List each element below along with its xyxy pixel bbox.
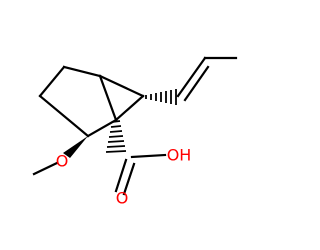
structure-diagram: O OH O: [32, 56, 238, 208]
bond-c4-c5: [38, 94, 90, 138]
bond-c2-c6: [98, 74, 145, 98]
bond-c2-c3: [98, 74, 118, 122]
atom-label-hydroxyl: OH: [167, 146, 192, 165]
atom-label-methoxy-oxygen: O: [56, 152, 69, 171]
hatch-c3-cooh: [105, 120, 127, 153]
bond-o-me: [32, 161, 59, 176]
bond-c7-c8-inner: [183, 65, 210, 102]
bond-c1-c2: [62, 65, 102, 78]
atom-label-carbonyl-oxygen: O: [116, 189, 129, 208]
bond-c-o-double-1: [114, 158, 128, 193]
stereo-bonds: [63, 89, 177, 158]
wedge-c4-o: [63, 136, 88, 158]
bond-c7-c8-outer: [176, 56, 207, 98]
bond-c6-c3: [114, 94, 145, 122]
bond-c3-c4: [86, 118, 118, 138]
bond-c-o-double-2: [122, 162, 136, 196]
bond-c-o-single: [130, 153, 167, 159]
bond-group: [32, 56, 238, 196]
hatch-c6-c7: [145, 89, 177, 105]
bond-c5-c1: [38, 65, 66, 98]
